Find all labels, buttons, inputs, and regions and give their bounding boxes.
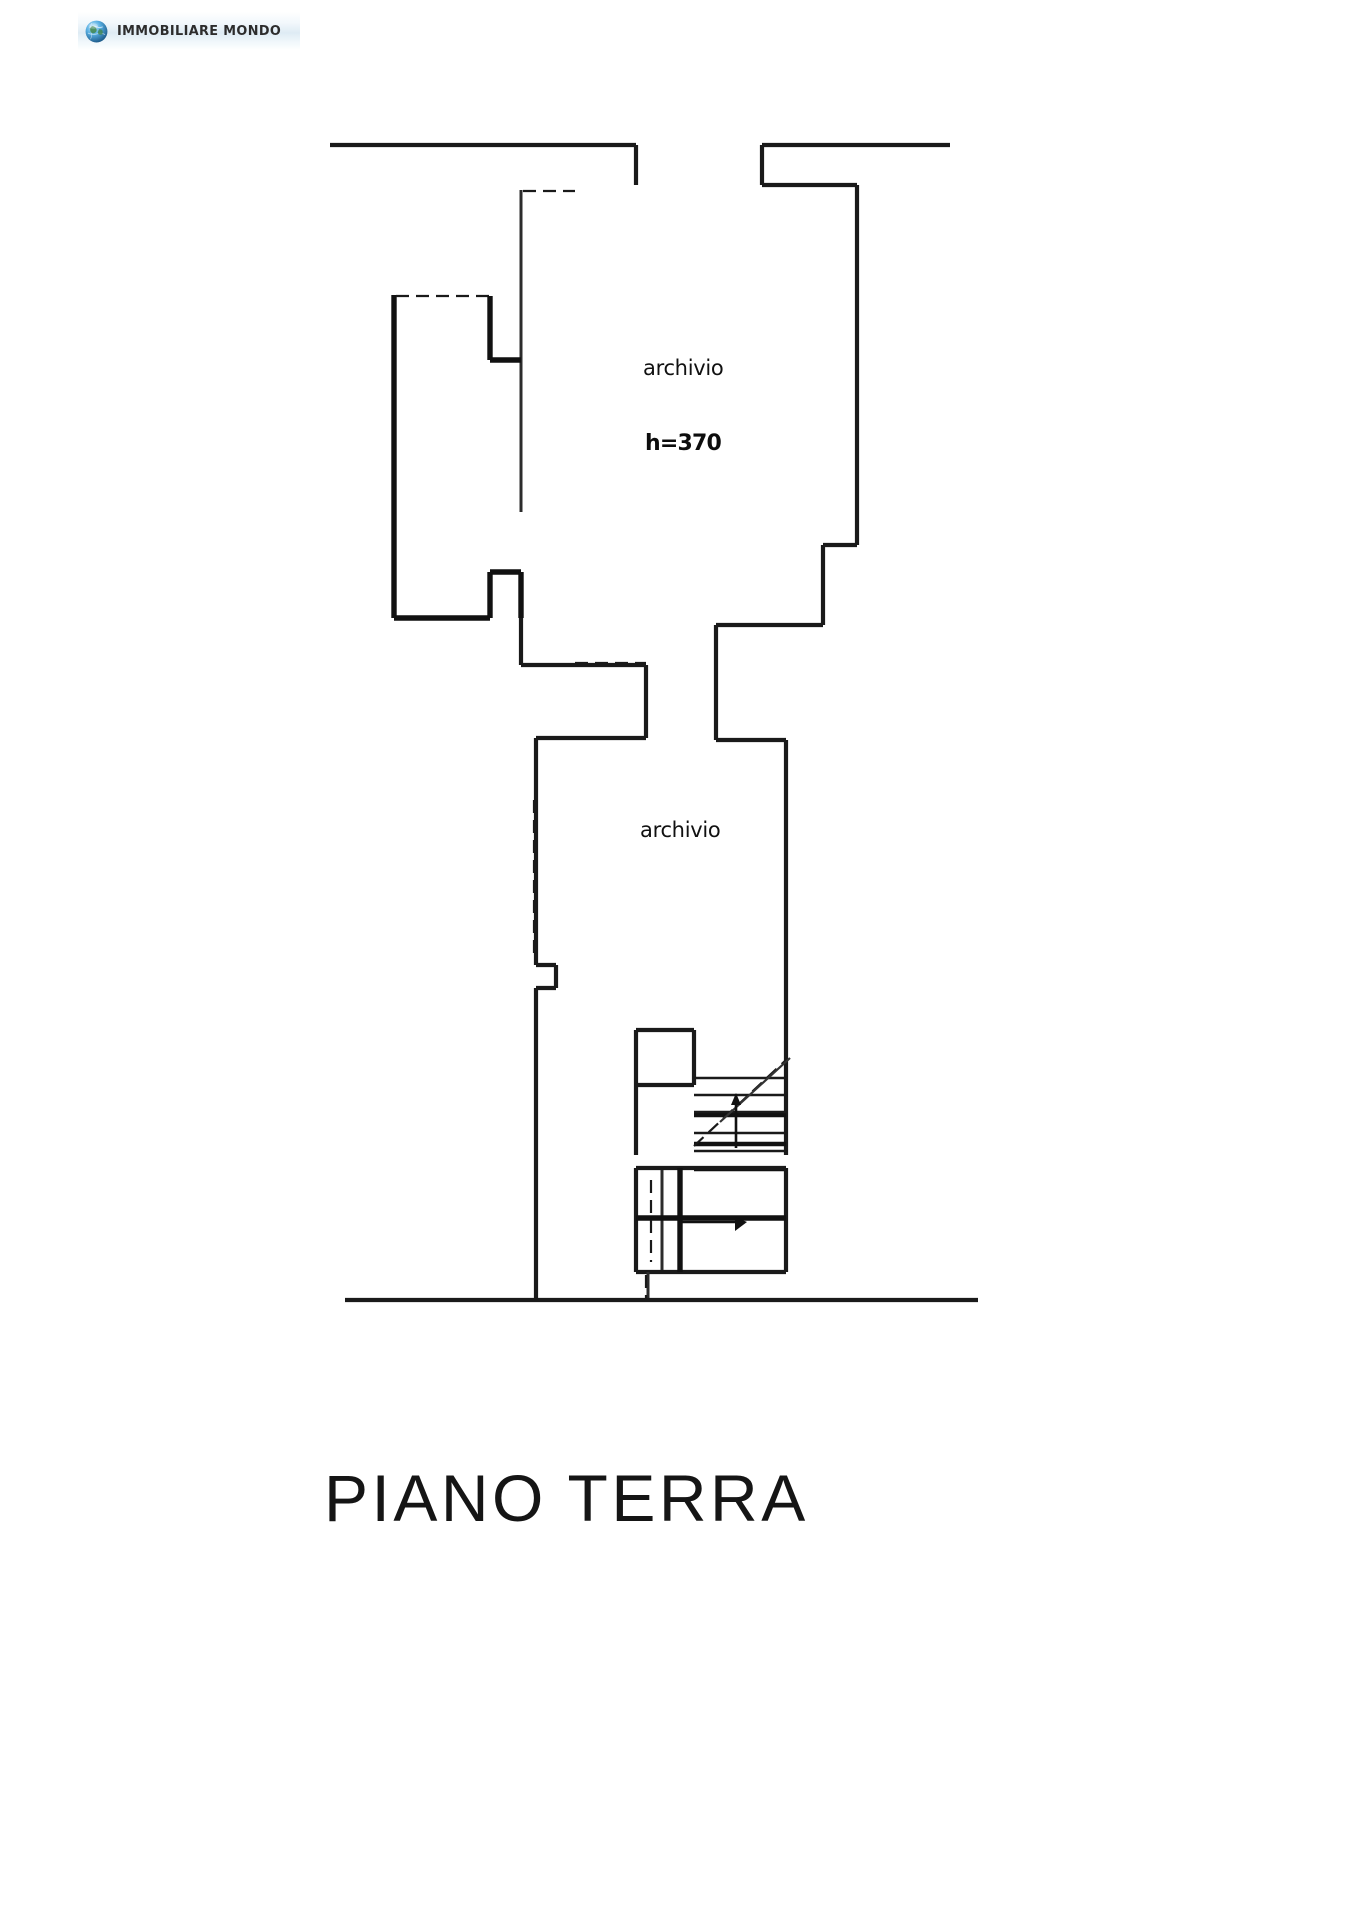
upper-left-partition [519,189,575,512]
lower-center-stub-wall [644,1272,650,1300]
lower-corridor-left-wall [532,738,559,1300]
stair-treads [694,1076,786,1172]
room-label-archivio-lower: archivio [640,818,720,842]
stair-up-arrow-icon [731,1093,741,1148]
plan-title: PIANO TERRA [324,1461,809,1535]
watermark-brand-text: IMMOBILIARE MONDO [117,23,282,39]
stair-shaft-walls [633,1027,697,1155]
lower-corridor-right-wall [713,625,789,1155]
room-height-label-upper: h=370 [645,431,722,456]
mid-transition-walls [518,618,649,741]
watermark-logo-band: IMMOBILIARE MONDO [78,12,300,50]
stair-landing-box [633,1165,789,1275]
left-room-outline [391,294,524,621]
stair-direction-arrow-icon [682,1217,747,1231]
upper-room-right-wall [633,145,860,628]
globe-icon [85,20,108,42]
room-label-archivio-upper: archivio [643,356,723,380]
